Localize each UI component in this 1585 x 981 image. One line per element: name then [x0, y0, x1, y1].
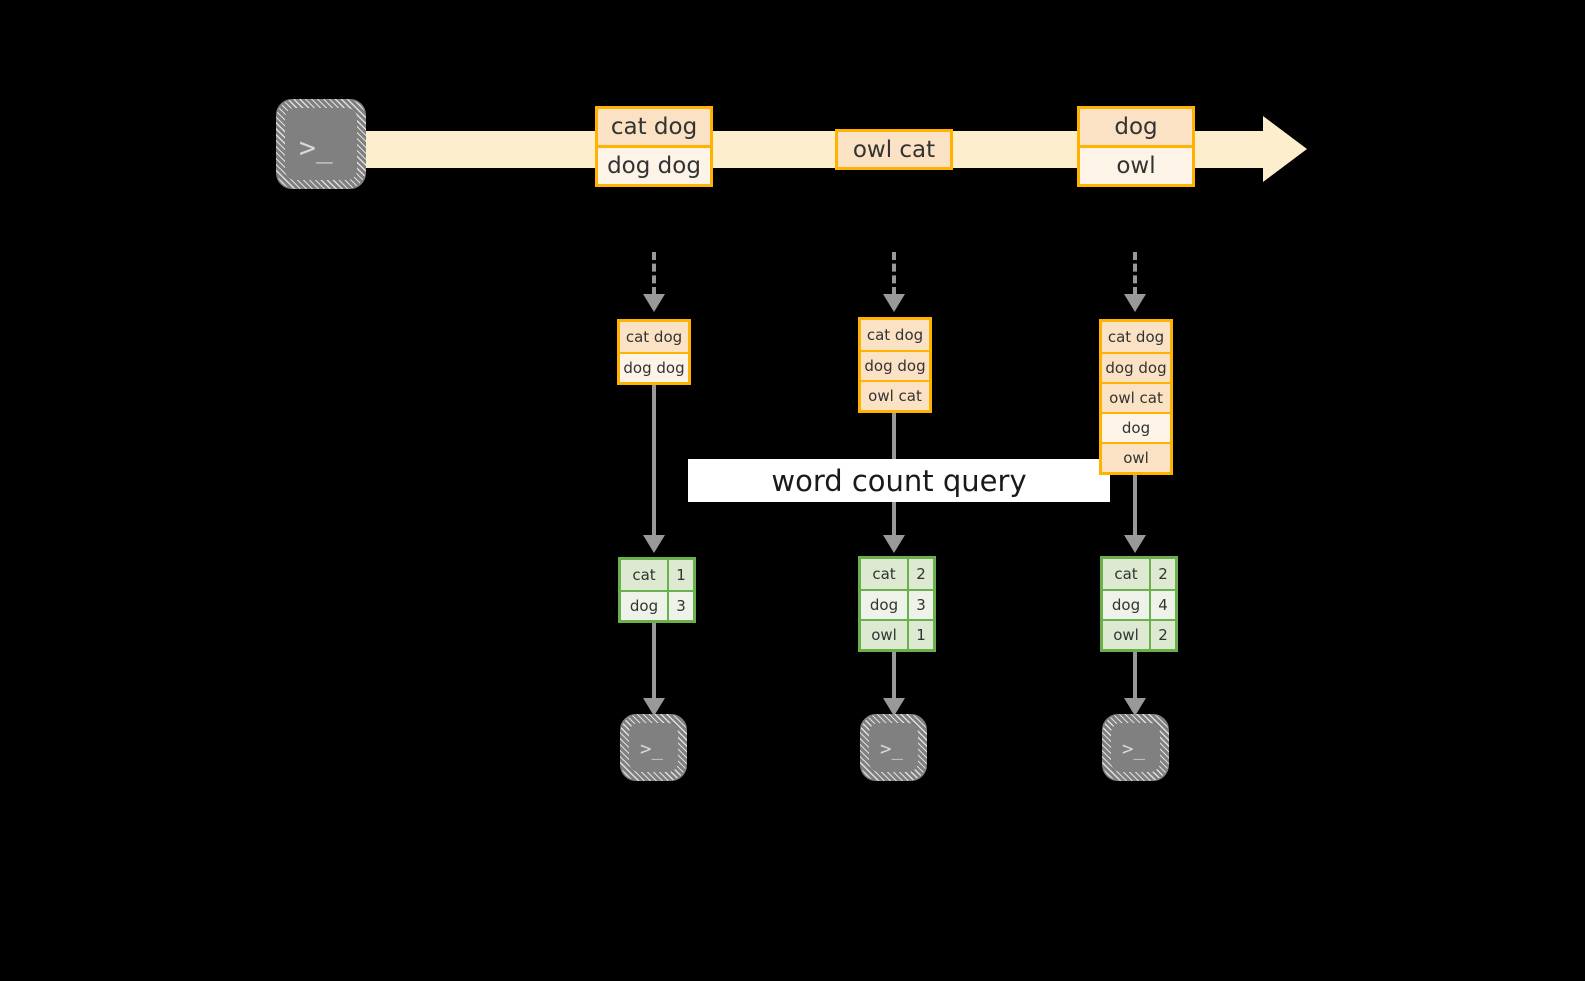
result-count: 1	[907, 621, 933, 649]
dashed-connector-1	[643, 252, 665, 320]
snapshot-1-query-connector	[643, 385, 665, 555]
result-word: cat	[1103, 559, 1149, 589]
snapshot-3-query-connector	[1124, 475, 1146, 555]
stream-record-3: dog owl	[1077, 106, 1195, 187]
result-word: dog	[621, 592, 667, 620]
result-count: 1	[667, 560, 693, 590]
connector-shaft	[652, 622, 656, 700]
input-row: owl cat	[1102, 382, 1170, 412]
result-row: dog 4	[1103, 589, 1175, 619]
input-row: cat dog	[1102, 322, 1170, 352]
result-count: 2	[907, 559, 933, 589]
snapshot-1-input-table: cat dog dog dog	[617, 319, 691, 385]
source-terminal-icon: >_	[276, 99, 366, 189]
connector-shaft	[892, 652, 896, 700]
result-row: dog 3	[621, 590, 693, 620]
terminal-prompt-glyph: >_	[299, 131, 333, 164]
arrowhead-icon	[1124, 535, 1146, 553]
result-word: cat	[621, 560, 667, 590]
connector-shaft	[652, 252, 656, 295]
input-row: owl cat	[861, 380, 929, 410]
arrowhead-icon	[1124, 698, 1146, 716]
input-row: dog dog	[620, 352, 688, 382]
input-row: cat dog	[861, 320, 929, 350]
result-count: 2	[1149, 621, 1175, 649]
terminal-screen	[629, 723, 678, 772]
snapshot-1-sink-connector	[643, 622, 665, 718]
input-row: dog dog	[1102, 352, 1170, 382]
terminal-screen	[285, 108, 357, 180]
arrowhead-icon	[883, 535, 905, 553]
terminal-screen	[869, 723, 918, 772]
record-line: cat dog	[598, 109, 710, 145]
connector-shaft	[1133, 652, 1137, 700]
input-row: dog	[1102, 412, 1170, 442]
record-line: owl cat	[838, 132, 950, 167]
result-word: owl	[861, 621, 907, 649]
terminal-screen	[1111, 723, 1160, 772]
result-count: 3	[907, 591, 933, 619]
snapshot-1-result-table: cat 1 dog 3	[618, 557, 696, 623]
connector-shaft	[892, 252, 896, 295]
query-label: word count query	[688, 459, 1110, 502]
snapshot-2-result-table: cat 2 dog 3 owl 1	[858, 556, 936, 652]
arrowhead-icon	[883, 294, 905, 312]
snapshot-3-sink-terminal-icon: >_	[1102, 714, 1169, 781]
snapshot-3-result-table: cat 2 dog 4 owl 2	[1100, 556, 1178, 652]
connector-shaft	[1133, 252, 1137, 295]
arrowhead-icon	[643, 294, 665, 312]
result-row: owl 2	[1103, 619, 1175, 649]
terminal-prompt-glyph: >_	[640, 738, 663, 760]
result-count: 3	[667, 592, 693, 620]
connector-shaft	[652, 385, 656, 537]
result-count: 2	[1149, 559, 1175, 589]
snapshot-2-input-table: cat dog dog dog owl cat	[858, 317, 932, 413]
stream-arrowhead	[1263, 116, 1307, 182]
result-word: dog	[1103, 591, 1149, 619]
result-row: cat 1	[621, 560, 693, 590]
result-count: 4	[1149, 591, 1175, 619]
record-line: dog dog	[598, 145, 710, 184]
snapshot-3-sink-connector	[1124, 652, 1146, 718]
input-row: cat dog	[620, 322, 688, 352]
stream-record-2: owl cat	[835, 129, 953, 170]
input-row: dog dog	[861, 350, 929, 380]
arrowhead-icon	[1124, 294, 1146, 312]
dashed-connector-2	[883, 252, 905, 320]
stream-record-1: cat dog dog dog	[595, 106, 713, 187]
connector-shaft	[1133, 475, 1137, 537]
result-row: cat 2	[861, 559, 933, 589]
result-word: dog	[861, 591, 907, 619]
arrowhead-icon	[883, 698, 905, 716]
dashed-connector-3	[1124, 252, 1146, 320]
result-row: owl 1	[861, 619, 933, 649]
result-word: cat	[861, 559, 907, 589]
snapshot-3-input-table: cat dog dog dog owl cat dog owl	[1099, 319, 1173, 475]
record-line: dog	[1080, 109, 1192, 145]
snapshot-2-sink-terminal-icon: >_	[860, 714, 927, 781]
arrowhead-icon	[643, 698, 665, 716]
terminal-prompt-glyph: >_	[880, 738, 903, 760]
result-row: cat 2	[1103, 559, 1175, 589]
input-row: owl	[1102, 442, 1170, 472]
record-line: owl	[1080, 145, 1192, 184]
result-row: dog 3	[861, 589, 933, 619]
arrowhead-icon	[643, 535, 665, 553]
result-word: owl	[1103, 621, 1149, 649]
snapshot-1-sink-terminal-icon: >_	[620, 714, 687, 781]
terminal-prompt-glyph: >_	[1122, 738, 1145, 760]
snapshot-2-sink-connector	[883, 652, 905, 718]
